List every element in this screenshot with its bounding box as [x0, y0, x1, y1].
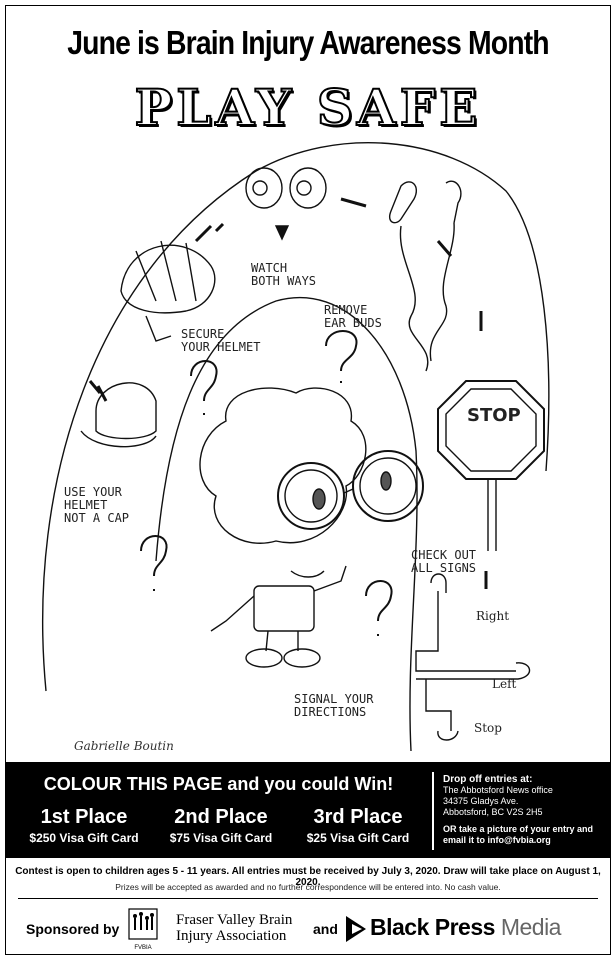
contest-prizes: COLOUR THIS PAGE and you could Win! 1st … — [6, 762, 431, 858]
prize-2nd: 2nd Place $75 Visa Gift Card — [151, 806, 291, 845]
prize-1st: 1st Place $250 Visa Gift Card — [14, 806, 154, 845]
black-press-text: Black Press — [370, 914, 495, 940]
stop-sign-text: STOP — [467, 405, 521, 426]
hand-signals-icon — [415, 573, 531, 741]
label-remove-ear-buds: REMOVE EAR BUDS — [324, 303, 382, 330]
stop-sign-icon — [437, 380, 545, 551]
media-text: Media — [500, 914, 562, 940]
contest-headline: COLOUR THIS PAGE and you could Win! — [43, 774, 394, 794]
prize-amount: $250 Visa Gift Card — [29, 831, 139, 845]
colouring-illustration — [41, 141, 550, 752]
sponsored-by-label: Sponsored by — [26, 921, 120, 937]
colouring-page: June is Brain Injury Awareness Month PLA… — [5, 5, 611, 955]
banner-divider — [432, 772, 434, 850]
label-right: Right — [476, 609, 510, 623]
baseball-cap-icon — [80, 380, 157, 448]
prize-title: 3rd Place — [313, 806, 403, 828]
page-subtitle: PLAY SAFE — [134, 77, 482, 138]
page-title: June is Brain Injury Awareness Month — [67, 24, 549, 61]
contest-banner: COLOUR THIS PAGE and you could Win! 1st … — [6, 762, 610, 858]
label-helmet-not-cap: USE YOUR HELMET NOT A CAP — [64, 485, 130, 525]
dropoff-info: Drop off entries at: The Abbotsford News… — [443, 774, 608, 846]
earbuds-icon — [389, 180, 462, 372]
label-check-signs: CHECK OUT ALL SIGNS — [411, 548, 477, 575]
label-secure-helmet: SECURE YOUR HELMET — [181, 327, 261, 354]
bike-helmet-icon — [120, 240, 216, 342]
contest-rules: Contest is open to children ages 5 - 11 … — [15, 866, 601, 888]
artist-signature: Gabrielle Boutin — [74, 739, 174, 753]
black-press-logo-icon — [346, 916, 366, 942]
prize-title: 1st Place — [40, 806, 128, 828]
fvbia-name-line: Injury Association — [176, 928, 287, 944]
label-signal-directions: SIGNAL YOUR DIRECTIONS — [294, 692, 374, 719]
question-marks — [140, 330, 393, 636]
dropoff-title: Drop off entries at: — [443, 774, 533, 785]
fine-print: Prizes will be accepted as awarded and n… — [115, 882, 501, 892]
prize-amount: $25 Visa Gift Card — [306, 831, 410, 845]
dropoff-address-line: The Abbotsford News office — [443, 785, 553, 795]
footer-divider — [18, 898, 598, 899]
fvbia-name: Fraser Valley Brain Injury Association — [176, 912, 292, 944]
road-dashes — [96, 197, 488, 589]
fvbia-name-line: Fraser Valley Brain — [176, 912, 293, 928]
label-left: Left — [492, 677, 517, 691]
dropoff-address-line: 34375 Gladys Ave. — [443, 796, 519, 806]
prize-amount: $75 Visa Gift Card — [169, 831, 273, 845]
prize-3rd: 3rd Place $25 Visa Gift Card — [288, 806, 428, 845]
label-stop: Stop — [474, 721, 502, 735]
label-watch-both-ways: WATCH BOTH WAYS — [251, 261, 317, 288]
fvbia-logo-icon: FVBIA — [128, 908, 158, 951]
watching-eyes-icon — [245, 167, 327, 241]
prize-title: 2nd Place — [174, 806, 268, 828]
road-inner-edge — [155, 296, 418, 752]
email-entry-instructions: OR take a picture of your entry and emai… — [443, 824, 594, 845]
road-outer-edge — [41, 141, 550, 692]
black-press-media-wordmark: Black Press Media — [370, 914, 561, 941]
fvbia-mark: FVBIA — [134, 945, 151, 951]
and-label: and — [313, 921, 338, 937]
dropoff-address-line: Abbotsford, BC V2S 2H5 — [443, 807, 543, 817]
brain-character — [199, 387, 424, 668]
